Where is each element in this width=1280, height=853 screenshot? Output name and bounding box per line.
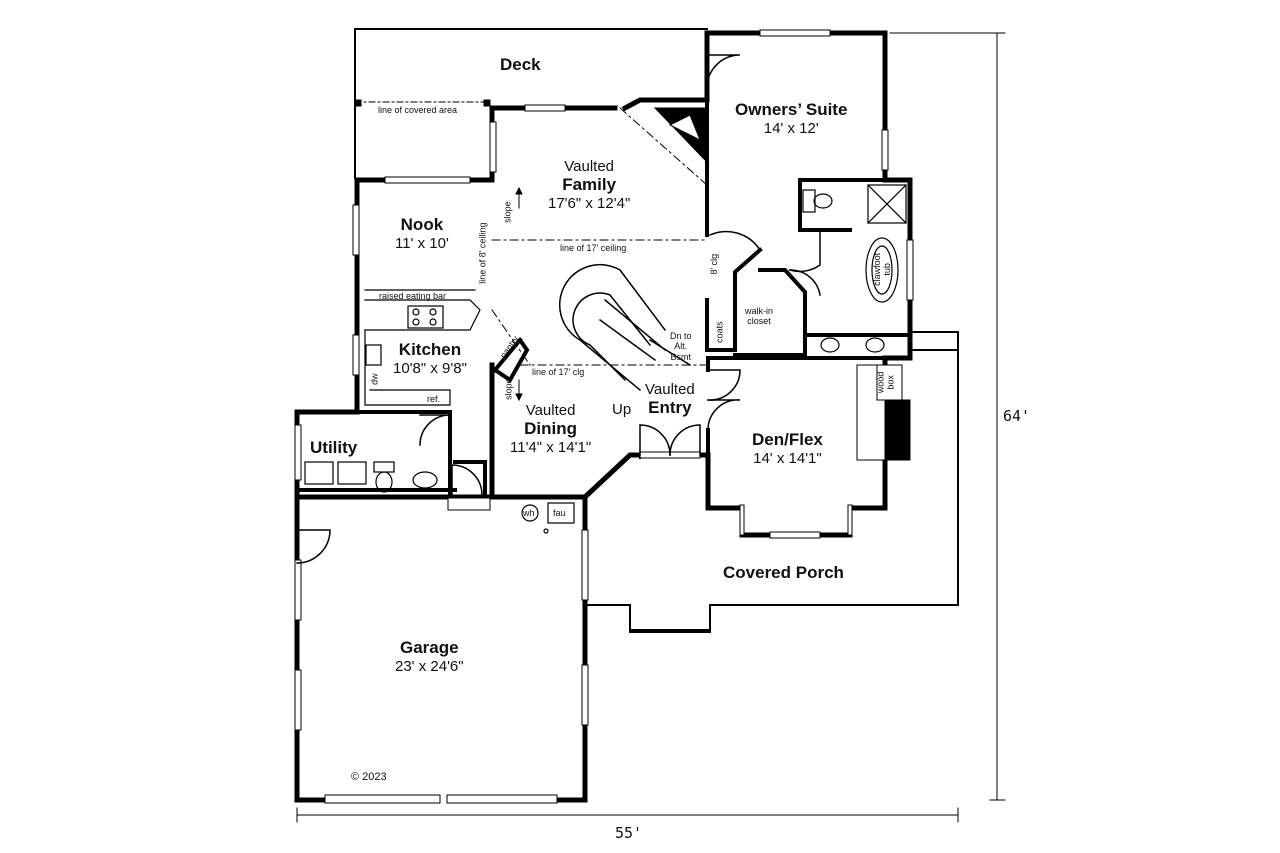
nook-size: 11' x 10' (395, 234, 449, 252)
wood-box-line2: box (885, 375, 896, 390)
bath-fixtures (304, 184, 907, 534)
garage-size: 23' x 24'6" (395, 657, 464, 675)
garage-name: Garage (400, 638, 459, 657)
ref-note: ref. (427, 394, 441, 404)
entry-prefix: Vaulted (645, 381, 695, 398)
windows (294, 29, 914, 804)
family-label: Vaulted Family 17'6" x 12'4" (548, 158, 630, 212)
wood-box-line1: wood (875, 371, 886, 394)
deck-outline (354, 28, 708, 179)
clawfoot-tub-note: clawfoot tub (872, 253, 893, 286)
den-size: 14' x 14'1" (753, 449, 822, 467)
walk-in-line1: walk-in (745, 306, 774, 316)
kitchen-size: 10'8" x 9'8" (393, 359, 467, 377)
owners-suite-label: Owners’ Suite 14' x 12' (735, 100, 847, 137)
dw-note: dw (369, 373, 380, 385)
ceiling-lines (491, 107, 708, 366)
raised-eating-bar-note: raised eating bar (379, 291, 447, 301)
copyright-note: © 2023 (351, 771, 387, 783)
dining-size: 11'4" x 14'1" (510, 438, 592, 456)
staircase (558, 263, 692, 392)
deck-label: Deck (500, 55, 541, 74)
stair-up-note: Up (612, 401, 632, 418)
ceiling-17-note: line of 17' ceiling (560, 243, 627, 253)
furnace-label: fau (553, 508, 566, 518)
dn-to-line3: Bsmt (670, 351, 692, 362)
nook-label: Nook 11' x 10' (395, 215, 449, 252)
slope-note-dining: slope (503, 378, 514, 400)
dn-to-line2: Alt. (674, 341, 688, 352)
garage-label: Garage 23' x 24'6" (395, 638, 464, 675)
water-heater-label: wh (523, 508, 535, 518)
family-prefix: Vaulted (564, 158, 615, 175)
entry-name: Entry (648, 398, 692, 418)
den-name: Den/Flex (752, 430, 823, 449)
kitchen-label: Kitchen 10'8" x 9'8" (393, 340, 467, 377)
family-size: 17'6" x 12'4" (548, 194, 631, 212)
coats-note: coats (714, 321, 725, 343)
overall-depth-dimension: 64' (1003, 407, 1031, 425)
interior-walls (298, 98, 912, 499)
doors (296, 54, 821, 564)
overall-width-dimension: 55' (615, 824, 643, 842)
entry-label: Vaulted Entry (645, 381, 695, 418)
ceiling-17-clg-note: line of 17' clg (532, 367, 585, 377)
slope-arrows (515, 186, 523, 402)
nook-name: Nook (400, 215, 444, 234)
den-label: Den/Flex 14' x 14'1" (752, 430, 823, 467)
kitchen-counters (364, 289, 481, 406)
dining-prefix: Vaulted (525, 402, 576, 419)
owners-suite-size: 14' x 12' (763, 119, 819, 137)
dining-label: Vaulted Dining 11'4" x 14'1" (510, 402, 591, 456)
walk-in-line2: closet (747, 316, 771, 327)
slope-note-family: slope (502, 201, 513, 223)
covered-area-note: line of covered area (378, 105, 458, 115)
covered-porch-label: Covered Porch (723, 563, 844, 582)
porch-outline (584, 331, 959, 633)
kitchen-name: Kitchen (398, 340, 462, 359)
dining-name: Dining (524, 419, 578, 439)
family-name: Family (562, 175, 617, 195)
fireplaces (653, 107, 911, 461)
dn-to-line1: Dn to (670, 331, 692, 341)
owners-suite-name: Owners’ Suite (735, 100, 848, 119)
clawfoot-line2: tub (882, 263, 893, 276)
dn-to-basement-note: Dn to Alt. Bsmt (670, 331, 692, 362)
clg-8-note: 8' clg (709, 253, 720, 275)
utility-label: Utility (310, 438, 358, 457)
wood-box-note: wood box (875, 372, 896, 394)
walk-in-closet-note: walk-in closet (745, 306, 773, 327)
exterior-walls (294, 30, 913, 803)
dimension-lines (296, 32, 1006, 823)
ceiling-8-note: line of 8' ceiling (477, 222, 488, 284)
clawfoot-line1: clawfoot (872, 252, 883, 286)
